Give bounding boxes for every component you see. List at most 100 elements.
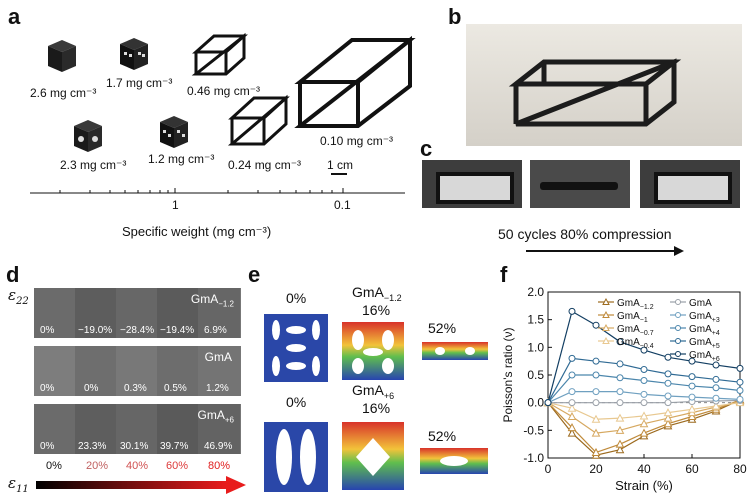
eps22-symbol: ε — [8, 286, 17, 304]
data-point — [687, 404, 697, 413]
legend-marker — [602, 323, 610, 331]
data-point — [711, 401, 721, 410]
y-tick-label: -1.0 — [523, 451, 544, 465]
row2-v2: 0.3% — [124, 383, 147, 394]
data-point — [616, 388, 624, 396]
panel-a-samples — [30, 32, 416, 194]
y-tick-label: 1.5 — [527, 313, 544, 327]
epsilon-22-label: ε22 — [8, 286, 29, 307]
data-point — [664, 353, 672, 361]
legend-marker — [675, 351, 681, 357]
compression-photo-1 — [422, 160, 522, 208]
data-point — [640, 377, 648, 385]
sample-frame-010 — [294, 35, 416, 128]
x-tick-label: 80 — [733, 462, 747, 476]
y-tick-label: 1.0 — [527, 340, 544, 354]
sample-cube-17 — [120, 38, 148, 70]
e-top-name: GmA−1.2 — [352, 284, 402, 303]
data-point — [639, 428, 649, 437]
sample-cube-26 — [48, 40, 76, 72]
e-top-fem-models — [264, 314, 488, 382]
row1-v0: 0% — [40, 325, 55, 336]
data-point — [664, 370, 672, 378]
data-point — [640, 346, 648, 354]
specific-weight-label: Specific weight (mg cm⁻³) — [122, 224, 272, 239]
data-point — [616, 338, 624, 346]
y-tick-label: 0.5 — [527, 368, 544, 382]
legend-label-sub: −0.4 — [640, 343, 654, 350]
panel-a-letter: a — [8, 4, 21, 29]
eps11-symbol: ε — [8, 474, 17, 492]
compression-arrow — [526, 246, 684, 256]
legend-label-sub: +6 — [712, 356, 720, 363]
data-point — [567, 403, 577, 412]
legend-label: GmA+4 — [689, 324, 720, 337]
data-point — [568, 307, 576, 315]
x-tick-label: 60 — [685, 462, 699, 476]
density-label-010: 0.10 mg cm⁻³ — [320, 134, 394, 148]
panel-d-letter: d — [6, 262, 20, 287]
x-tick-label: 20 — [589, 462, 603, 476]
legend-label: GmA−0.4 — [617, 337, 654, 350]
sample-frame-024 — [227, 94, 290, 146]
data-point — [712, 375, 720, 383]
epsilon-11-label: ε11 — [8, 474, 29, 495]
gma-minus12-row: GmA−1.2 0% −19.0% −28.4% −19.4% 6.9% — [34, 288, 241, 338]
legend-label-sub: −1.2 — [640, 304, 654, 311]
strain-tick-20: 20% — [86, 460, 109, 472]
legend-label: GmA−1 — [617, 311, 648, 324]
row1-v3: −19.4% — [160, 325, 195, 336]
data-point — [639, 411, 649, 420]
legend-label: GmA−0.7 — [617, 324, 654, 337]
large-frame-photo — [508, 58, 682, 127]
y-tick-label: -0.5 — [523, 423, 544, 437]
y-tick-label: 2.0 — [527, 285, 544, 299]
e-top-label-16: 16% — [362, 302, 391, 318]
row3-v1: 23.3% — [78, 441, 107, 452]
data-point — [568, 388, 576, 396]
data-point — [568, 371, 576, 379]
data-point — [592, 388, 600, 396]
row3-v2: 30.1% — [120, 441, 149, 452]
legend-marker — [675, 338, 681, 344]
panel-b-photo — [466, 24, 742, 146]
axis-tick-1: 1 — [172, 198, 179, 212]
eps22-sub: 22 — [16, 296, 29, 307]
x-tick-label: 0 — [545, 462, 552, 476]
legend-marker — [675, 299, 681, 305]
e-bottom-fem-models — [264, 422, 488, 492]
data-point — [663, 413, 673, 422]
density-label-23: 2.3 mg cm⁻³ — [60, 158, 127, 172]
data-point — [592, 371, 600, 379]
data-point — [592, 399, 600, 407]
density-label-26: 2.6 mg cm⁻³ — [30, 86, 97, 100]
data-point — [663, 408, 673, 417]
data-point — [688, 357, 696, 365]
data-point — [712, 384, 720, 392]
panel-c-letter: c — [420, 136, 433, 161]
row1-v4: 6.9% — [204, 325, 227, 336]
data-point — [591, 428, 601, 437]
data-point — [639, 419, 649, 428]
x-tick-label: 40 — [637, 462, 651, 476]
gma-row: GmA 0% 0% 0.3% 0.5% 1.2% — [34, 346, 241, 396]
compression-caption: 50 cycles 80% compression — [498, 226, 672, 242]
row3-v3: 39.7% — [160, 441, 189, 452]
legend-label: GmA−1.2 — [617, 298, 654, 311]
data-point — [616, 399, 624, 407]
data-point — [615, 445, 625, 454]
strain-tick-40: 40% — [126, 460, 149, 472]
data-point — [664, 392, 672, 400]
legend-marker — [602, 297, 610, 305]
data-point — [664, 399, 672, 407]
row1-v1: −19.0% — [78, 325, 113, 336]
legend-marker — [602, 336, 610, 344]
scale-bar-label: 1 cm — [327, 158, 354, 172]
density-label-024: 0.24 mg cm⁻³ — [228, 158, 302, 172]
row2-v1: 0% — [84, 383, 99, 394]
data-point — [567, 411, 577, 420]
data-point — [615, 413, 625, 422]
data-point — [592, 357, 600, 365]
data-point — [591, 414, 601, 423]
